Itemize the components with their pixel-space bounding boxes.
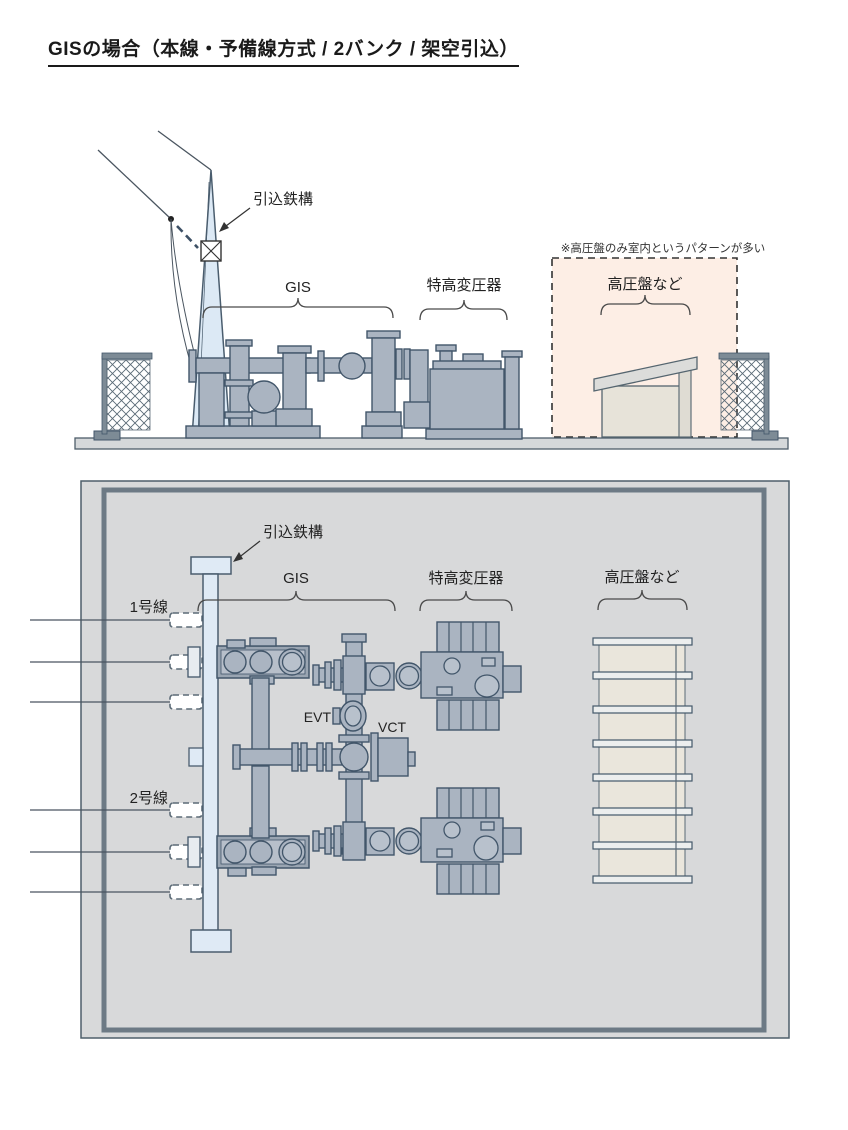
- yard-wall: [101, 487, 767, 1033]
- wall-bushing: [169, 802, 203, 818]
- vct-label: VCT: [378, 719, 406, 735]
- tower-callout-elevation: 引込鉄構: [219, 191, 313, 232]
- transformer-label-elevation: 特高変圧器: [426, 277, 501, 294]
- bay1-riser: [251, 677, 270, 751]
- hv-panel-brace-elevation: [600, 294, 691, 316]
- line2-label: 2号線: [130, 790, 168, 807]
- gis-bay1-plan: [187, 637, 310, 751]
- plan-view: 1号線 2号線 引込鉄構 GIS 特高変圧器 高圧盤など: [30, 480, 790, 1039]
- fence-right-elevation: [718, 352, 779, 441]
- elevation-view: 引込鉄構 ※高圧盤のみ室内というパターンが多い: [74, 130, 789, 450]
- page-title: GISの場合（本線・予備線方式 / 2バンク / 架空引込）: [48, 34, 519, 67]
- gis-tank: [247, 380, 281, 414]
- tower-cross-marker: [200, 240, 222, 262]
- vct-device: [338, 732, 416, 782]
- hv-panel-label-elevation: 高圧盤など: [607, 276, 682, 293]
- line1-label: 1号線: [130, 599, 168, 616]
- gis-brace-plan: [197, 590, 396, 612]
- evt-label: EVT: [304, 709, 332, 725]
- transformer-brace-elevation: [419, 299, 508, 321]
- gis-bay2-plan: [187, 765, 310, 877]
- arrowhead: [219, 222, 229, 232]
- wall-bushing: [169, 612, 203, 628]
- evt-device: [332, 700, 367, 732]
- transformer2-plan: [420, 787, 522, 895]
- gis-brace-elevation: [202, 297, 394, 319]
- transformer1-plan: [420, 621, 522, 731]
- gis-trunk-plan: EVT VCT: [304, 633, 423, 861]
- fence-left-elevation: [93, 352, 153, 441]
- indoor-note: ※高圧盤のみ室内というパターンが多い: [561, 241, 766, 255]
- transformer-elevation: [425, 344, 523, 440]
- hv-panel-label-plan: 高圧盤など: [604, 569, 679, 586]
- tower-callout-plan: 引込鉄構: [233, 524, 323, 562]
- bay2-riser: [251, 765, 270, 839]
- hv-panel-cell: [598, 644, 686, 877]
- tower-label-elevation: 引込鉄構: [253, 191, 313, 208]
- hv-panel-lineup-plan: [592, 637, 693, 884]
- jumper-dashed-line: [176, 225, 199, 249]
- hv-panel-brace-plan: [597, 589, 688, 611]
- arrowhead: [233, 552, 243, 562]
- gis-equipment-elevation: [185, 330, 431, 439]
- incoming-tower-plan: [188, 556, 232, 953]
- gis-label-plan: GIS: [283, 570, 309, 587]
- wall-bushing: [169, 884, 203, 900]
- tower-label-plan: 引込鉄構: [263, 524, 323, 541]
- gis-bus-plan: [232, 742, 343, 772]
- transformer-brace-plan: [419, 590, 513, 612]
- transformer-label-plan: 特高変圧器: [428, 570, 503, 587]
- gis-valve: [338, 352, 366, 380]
- wall-bushing: [169, 694, 203, 710]
- hv-panel-building: [593, 356, 698, 438]
- gis-label-elevation: GIS: [285, 279, 311, 296]
